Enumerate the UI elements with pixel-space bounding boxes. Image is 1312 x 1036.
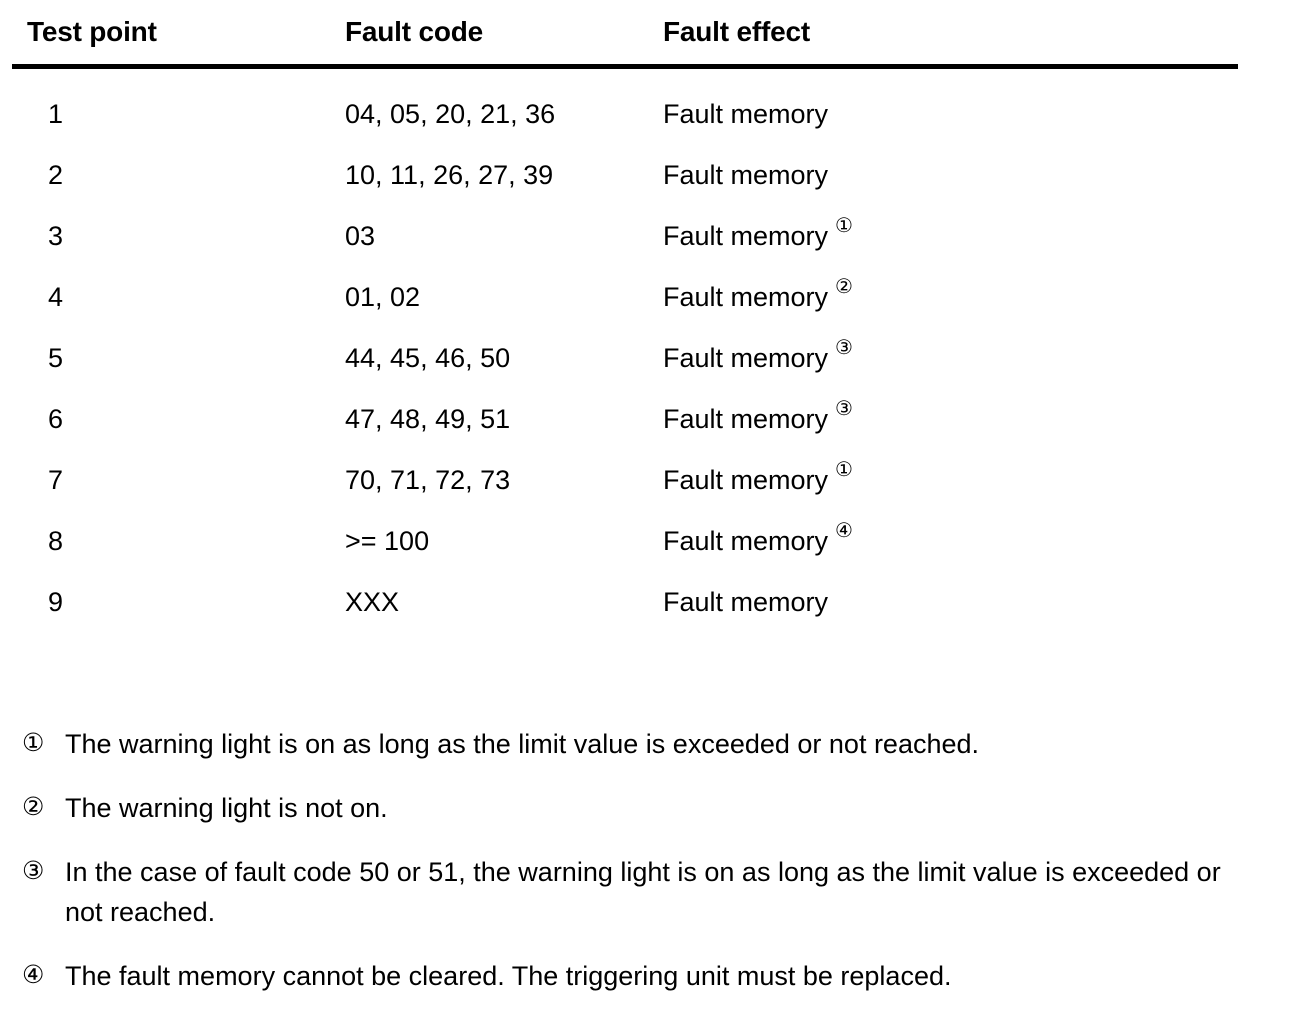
footnote-reference-marker: ① xyxy=(835,215,853,237)
footnote-text: The warning light is on as long as the l… xyxy=(65,729,980,759)
table-row: 6 47, 48, 49, 51 Fault memory ③ xyxy=(0,399,1312,460)
footnote-reference-marker: ③ xyxy=(835,398,853,420)
fault-effect-label: Fault memory xyxy=(663,282,829,312)
cell-fault-effect: Fault memory xyxy=(663,155,828,195)
column-header-fault-code: Fault code xyxy=(345,16,484,47)
footnote-item: ① The warning light is on as long as the … xyxy=(0,724,1312,764)
table-row: 8 >= 100 Fault memory ④ xyxy=(0,521,1312,582)
cell-fault-effect: Fault memory xyxy=(663,582,828,622)
fault-effect-label: Fault memory xyxy=(663,160,829,190)
table-row: 9 XXX Fault memory xyxy=(0,582,1312,643)
cell-test-point: 5 xyxy=(48,343,64,373)
footnote-item: ② The warning light is not on. xyxy=(0,788,1312,828)
column-header-fault-effect: Fault effect xyxy=(663,16,810,47)
cell-fault-code: 04, 05, 20, 21, 36 xyxy=(345,99,556,129)
footnote-reference-marker: ③ xyxy=(835,337,853,359)
footnote-marker: ① xyxy=(22,729,45,757)
cell-fault-code: 70, 71, 72, 73 xyxy=(345,465,511,495)
fault-effect-label: Fault memory xyxy=(663,587,829,617)
cell-fault-effect: Fault memory ① xyxy=(663,460,853,500)
cell-fault-code: 47, 48, 49, 51 xyxy=(345,404,511,434)
table-row: 4 01, 02 Fault memory ② xyxy=(0,277,1312,338)
table-row: 7 70, 71, 72, 73 Fault memory ① xyxy=(0,460,1312,521)
fault-effect-label: Fault memory xyxy=(663,221,829,251)
cell-fault-effect: Fault memory ② xyxy=(663,277,853,317)
footnotes-list: ① The warning light is on as long as the … xyxy=(0,724,1312,1020)
table-row: 2 10, 11, 26, 27, 39 Fault memory xyxy=(0,155,1312,216)
cell-test-point: 1 xyxy=(48,99,64,129)
table-header-row: Test point Fault code Fault effect xyxy=(0,0,1312,69)
table-body: 1 04, 05, 20, 21, 36 Fault memory 2 10, 11, … xyxy=(0,94,1312,643)
footnote-text: The fault memory cannot be cleared. The … xyxy=(65,961,952,991)
fault-effect-label: Fault memory xyxy=(663,465,829,495)
cell-fault-effect: Fault memory ④ xyxy=(663,521,853,561)
cell-fault-effect: Fault memory xyxy=(663,94,828,134)
footnote-item: ④ The fault memory cannot be cleared. The… xyxy=(0,956,1312,996)
footnote-text: The warning light is not on. xyxy=(65,793,388,823)
fault-effect-label: Fault memory xyxy=(663,526,829,556)
fault-effect-label: Fault memory xyxy=(663,99,829,129)
footnote-text: In the case of fault code 50 or 51, the … xyxy=(65,857,1221,927)
cell-fault-effect: Fault memory ① xyxy=(663,216,853,256)
cell-fault-effect: Fault memory ③ xyxy=(663,338,853,378)
cell-fault-code: 44, 45, 46, 50 xyxy=(345,343,511,373)
cell-test-point: 3 xyxy=(48,221,64,251)
footnote-reference-marker: ④ xyxy=(835,520,853,542)
footnote-item: ③ In the case of fault code 50 or 51, the… xyxy=(0,852,1312,932)
cell-test-point: 7 xyxy=(48,465,64,495)
footnote-reference-marker: ② xyxy=(835,276,853,298)
cell-test-point: 8 xyxy=(48,526,64,556)
fault-effect-label: Fault memory xyxy=(663,404,829,434)
footnote-marker: ④ xyxy=(22,961,45,989)
cell-fault-effect: Fault memory ③ xyxy=(663,399,853,439)
cell-fault-code: 03 xyxy=(345,221,376,251)
cell-test-point: 4 xyxy=(48,282,64,312)
cell-fault-code: 10, 11, 26, 27, 39 xyxy=(345,160,554,190)
table-row: 3 03 Fault memory ① xyxy=(0,216,1312,277)
table-row: 1 04, 05, 20, 21, 36 Fault memory xyxy=(0,94,1312,155)
footnote-marker: ② xyxy=(22,793,45,821)
cell-fault-code: XXX xyxy=(345,587,400,617)
fault-effect-label: Fault memory xyxy=(663,343,829,373)
cell-fault-code: 01, 02 xyxy=(345,282,421,312)
footnote-reference-marker: ① xyxy=(835,459,853,481)
fault-code-table: Test point Fault code Fault effect 1 04, … xyxy=(0,0,1312,617)
cell-test-point: 9 xyxy=(48,587,64,617)
column-header-test-point: Test point xyxy=(27,16,157,47)
footnote-marker: ③ xyxy=(22,857,45,885)
header-divider-rule xyxy=(12,64,1238,69)
cell-test-point: 6 xyxy=(48,404,64,434)
cell-test-point: 2 xyxy=(48,160,64,190)
table-row: 5 44, 45, 46, 50 Fault memory ③ xyxy=(0,338,1312,399)
cell-fault-code: >= 100 xyxy=(345,526,430,556)
